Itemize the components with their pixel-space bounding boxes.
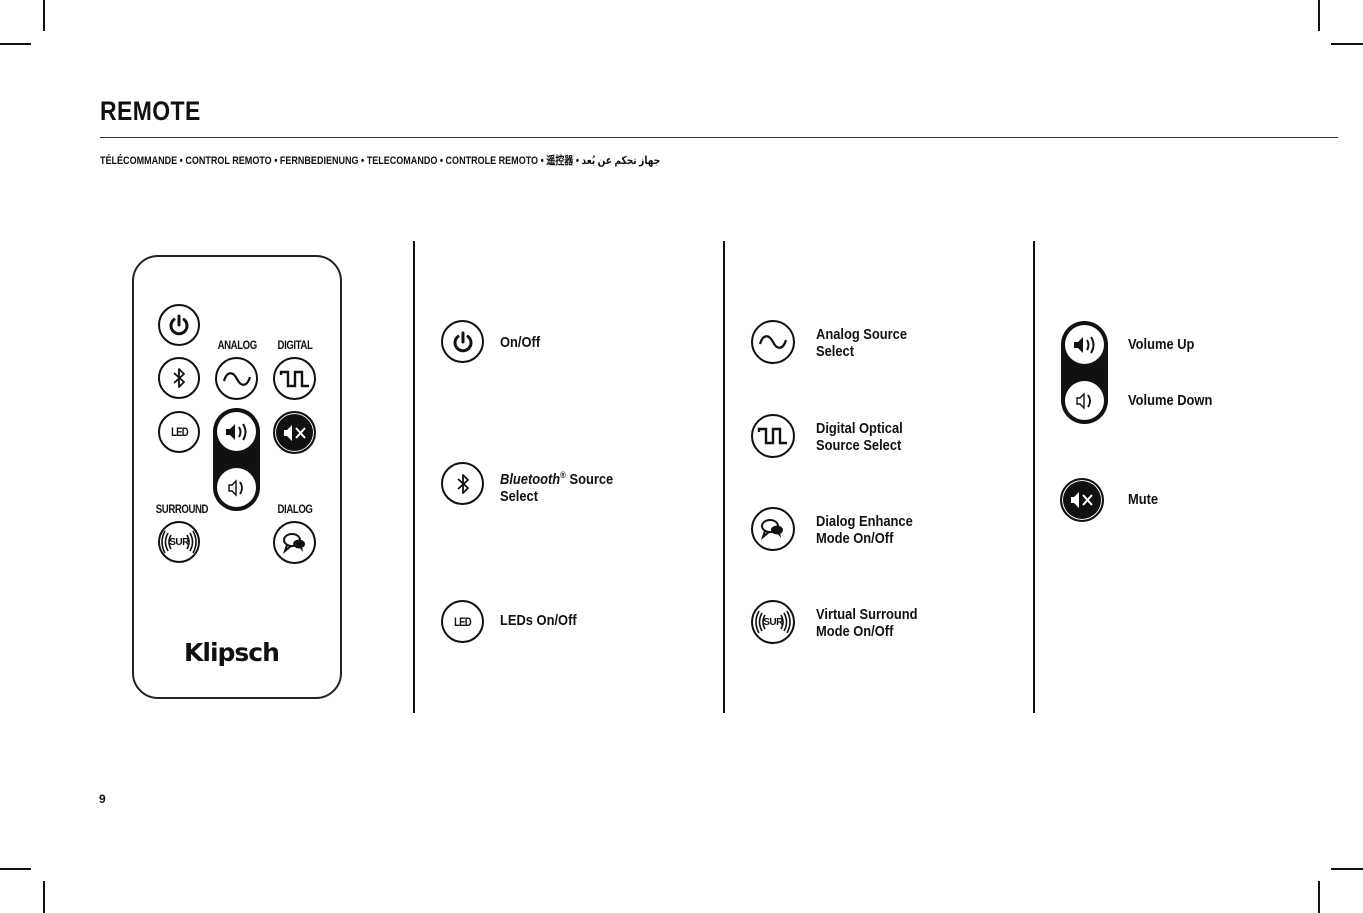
remote-analog-button — [215, 357, 258, 400]
dialog-speech-icon — [760, 519, 783, 541]
led-icon: LED — [454, 614, 472, 629]
column-divider — [413, 241, 415, 713]
remote-surround-button: SUR — [158, 521, 200, 563]
remote-label-digital: DIGITAL — [277, 338, 313, 352]
crop-mark — [0, 43, 31, 45]
legend-label-volume-down: Volume Down — [1128, 392, 1213, 409]
legend-volume-down-icon — [1065, 381, 1104, 420]
remote-label-surround: SURROUND — [155, 502, 209, 516]
volume-up-icon — [1073, 335, 1094, 354]
legend-label-mute: Mute — [1128, 491, 1159, 508]
analog-wave-icon — [222, 371, 251, 386]
title-divider — [100, 137, 1338, 138]
bluetooth-icon — [173, 368, 185, 388]
legend-label-bluetooth: Bluetooth® Source Select — [500, 467, 613, 505]
crop-mark — [43, 881, 45, 913]
dialog-speech-icon — [282, 532, 305, 554]
legend-label-on-off: On/Off — [500, 334, 541, 351]
column-divider — [1033, 241, 1035, 713]
analog-wave-icon — [758, 335, 788, 349]
crop-mark — [0, 868, 31, 870]
volume-down-icon — [1075, 391, 1091, 410]
crop-mark — [43, 0, 45, 31]
page-title: REMOTE — [100, 96, 201, 126]
page-number: 9 — [99, 792, 106, 806]
surround-icon — [161, 530, 197, 554]
mute-icon — [1071, 492, 1093, 508]
legend-power-icon — [441, 320, 484, 363]
remote-dialog-button — [273, 521, 316, 564]
remote-volume-down-button — [217, 468, 256, 507]
remote-digital-button — [273, 357, 316, 400]
legend-analog-icon — [751, 320, 795, 364]
legend-label-leds: LEDs On/Off — [500, 612, 577, 629]
remote-mute-button — [273, 411, 316, 454]
remote-volume-up-button — [217, 412, 256, 451]
remote-label-dialog: DIALOG — [277, 502, 313, 516]
bluetooth-icon — [456, 473, 469, 494]
bluetooth-line2: Select — [500, 488, 539, 505]
surround-icon — [755, 610, 791, 634]
crop-mark — [1318, 0, 1320, 31]
legend-surround-icon: SUR — [751, 600, 795, 644]
mute-icon — [283, 424, 306, 441]
remote-power-button — [158, 304, 200, 346]
legend-label-volume-up: Volume Up — [1128, 336, 1195, 353]
crop-mark — [1331, 868, 1363, 870]
crop-mark — [1318, 881, 1320, 913]
power-icon — [169, 314, 189, 336]
volume-down-icon — [227, 478, 243, 497]
volume-up-icon — [225, 422, 246, 441]
legend-volume-up-icon — [1065, 325, 1104, 364]
remote-illustration — [132, 255, 342, 699]
translations-subtitle: TÉLÉCOMMANDE • CONTROL REMOTO • FERNBEDI… — [100, 155, 661, 167]
crop-mark — [1331, 43, 1363, 45]
legend-volume-rocker — [1061, 321, 1108, 424]
remote-bluetooth-button — [158, 357, 200, 399]
column-divider — [723, 241, 725, 713]
remote-volume-rocker — [213, 408, 260, 511]
surround-label: SUR — [169, 536, 189, 548]
klipsch-logo: Klipsch — [184, 638, 280, 667]
legend-digital-icon — [751, 414, 795, 458]
legend-led-icon: LED — [441, 600, 484, 643]
surround-label: SUR — [763, 616, 783, 628]
remote-led-button: LED — [158, 411, 200, 453]
legend-bluetooth-icon — [441, 462, 484, 505]
digital-square-wave-icon — [279, 370, 309, 387]
remote-label-analog: ANALOG — [217, 338, 258, 352]
legend-dialog-icon — [751, 507, 795, 551]
legend-mute-icon — [1060, 478, 1104, 522]
power-icon — [453, 331, 472, 352]
digital-square-wave-icon — [757, 427, 787, 445]
bluetooth-italic: Bluetooth® Source — [500, 470, 614, 488]
led-icon: LED — [170, 425, 189, 439]
